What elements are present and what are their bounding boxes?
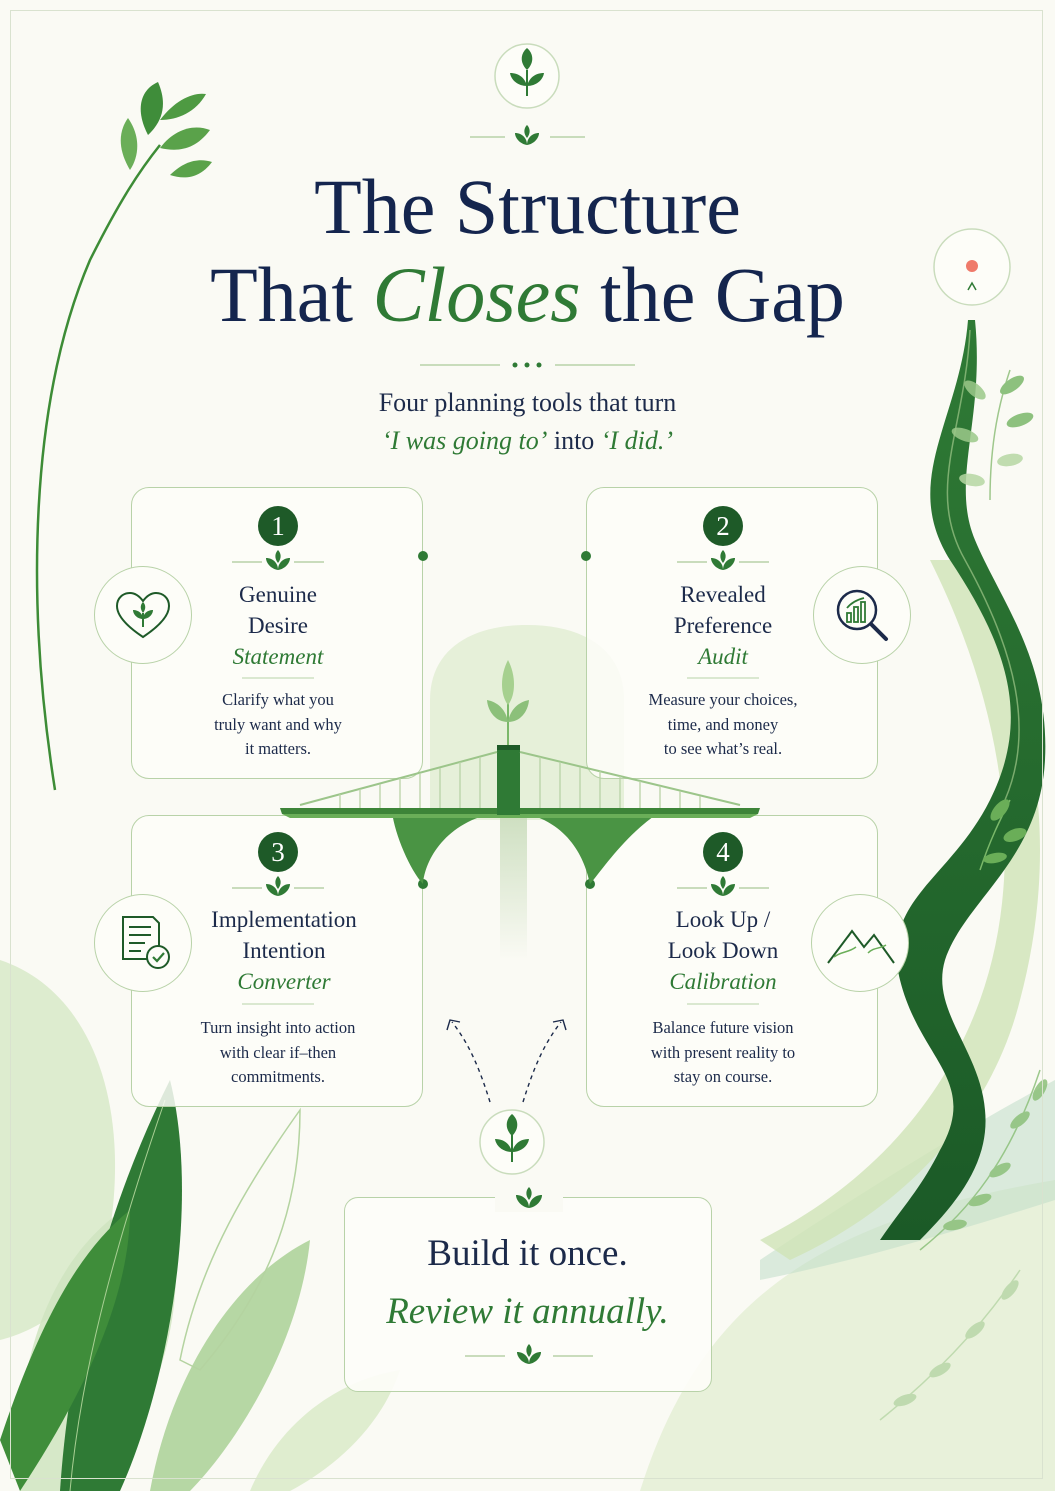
right-upper-branch [951,369,1034,501]
title-accent-word: Closes [372,251,581,338]
card-sprout-divider-icon [677,550,769,570]
tool-description-line: Turn insight into action [200,1018,356,1037]
card-title-underline [687,1003,759,1005]
tool-number-badge: 1 [258,506,298,546]
closing-bottom-sprout-icon [465,1344,593,1364]
tool-title: Genuine Desire Statement [132,579,424,672]
tool-description-line: truly want and why [214,714,342,734]
tool-description-line: to see what’s real. [663,739,783,758]
right-middle-branch [979,799,1027,871]
top-divider-sprout-icon [515,125,539,145]
card-title-underline [242,1003,314,1005]
icon-circle-4 [811,894,909,992]
tool-description-line: commitments. [231,1067,325,1086]
tool-description: Turn insight into action with clear if–t… [132,1016,424,1090]
closing-line-1: Build it once. [427,1233,628,1274]
left-vine-stem [35,144,161,791]
closing-line-2: Review it annually. [386,1291,669,1332]
tool-title-line: Genuine [239,582,317,607]
title-line-2-end: the Gap [580,251,845,338]
right-lower-branches [879,1069,1048,1421]
tool-description-line: with clear if–then [219,1042,337,1062]
tool-description: Measure your choices, time, and money to… [577,688,869,762]
icon-circle-2 [813,566,911,664]
checklist-icon [122,916,170,969]
tool-title-line: Revealed [680,582,766,607]
tool-title-line: Look Down [667,938,779,963]
tool-description-line: Balance future vision [652,1018,794,1037]
tool-number-badge: 4 [703,832,743,872]
title-line-2-start: That [210,251,373,338]
closing-top-sprout-icon [495,1184,563,1212]
tool-description-line: time, and money [667,714,779,734]
card-title-underline [242,677,314,679]
path-highlight-line [946,329,1020,801]
tool-description-line: Measure your choices, [648,690,798,709]
heart-sprout-icon [115,591,171,639]
tool-number-badge: 3 [258,832,298,872]
card-sprout-divider-icon [232,550,324,570]
tool-description-line: it matters. [245,739,311,758]
left-vine-leaves [120,82,212,178]
tool-title-line: Intention [242,938,326,963]
tool-title-italic: Statement [232,644,324,669]
subtitle-quote-2: ‘I did.’ [600,426,674,455]
tool-title: Revealed Preference Audit [577,579,869,672]
tool-title-italic: Converter [237,969,331,994]
tool-description-line: with present reality to [650,1042,796,1062]
subtitle-quote-1: ‘I was going to’ [381,426,548,455]
mountains-icon [827,929,895,964]
tool-title-line: Implementation [211,907,357,932]
tool-title-line: Desire [247,613,309,638]
tool-number-badge: 2 [703,506,743,546]
top-sprout-icon [510,48,544,96]
tool-description: Clarify what you truly want and why it m… [132,688,424,762]
card-sprout-divider-icon [232,876,324,896]
title-line-1: The Structure [314,163,741,250]
tool-title: Implementation Intention Converter [138,904,430,997]
card-title-underline [687,677,759,679]
icon-circle-1 [94,566,192,664]
background-hill-right [640,1180,1055,1491]
subtitle-line-2: ‘I was going to’ into ‘I did.’ [0,426,1055,456]
tool-title-line: Look Up / [675,907,771,932]
icon-circle-3 [94,894,192,992]
bottom-left-foliage [0,960,400,1491]
tool-title-italic: Calibration [669,969,777,994]
tool-title-line: Preference [673,613,773,638]
magnifier-chart-icon [836,589,888,641]
card-sprout-divider-icon [677,876,769,896]
tool-title-italic: Audit [698,644,748,669]
goal-arrow-icon [967,281,977,291]
tool-description: Balance future vision with present reali… [577,1016,869,1090]
goal-dot [966,260,978,272]
tool-description-line: stay on course. [673,1067,773,1086]
closing-box [344,1184,712,1392]
subtitle-line-1: Four planning tools that turn [378,388,677,417]
subtitle-middle: into [547,426,601,455]
title-line-2: That Closes the Gap [0,256,1055,334]
winding-green-path [880,320,1046,1240]
tool-description-line: Clarify what you [222,690,334,709]
tool-title: Look Up / Look Down Calibration [577,904,869,997]
